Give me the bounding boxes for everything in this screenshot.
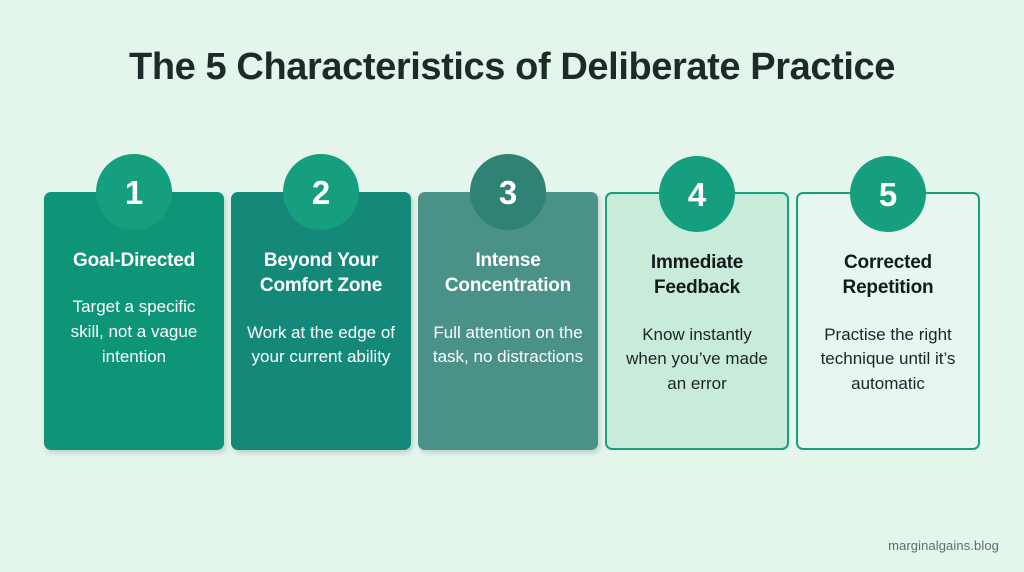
card-title-3: Intense Concentration	[444, 250, 572, 297]
card-number-badge-5: 5	[850, 156, 926, 232]
card-title-2: Beyond Your Comfort Zone	[259, 250, 383, 297]
card-title-5: Corrected Repetition	[842, 252, 934, 299]
card-body-4: Know instantly when you’ve made an error	[626, 324, 768, 393]
characteristics-card-row: 1 Goal-Directed Target a specific skill,…	[44, 154, 980, 450]
card-number-badge-3: 3	[470, 154, 546, 230]
card-number-badge-4: 4	[659, 156, 735, 232]
card-body-3: Full attention on the task, no distracti…	[432, 322, 584, 367]
characteristic-card-2: 2 Beyond Your Comfort Zone Work at the e…	[231, 154, 411, 450]
card-body-2: Work at the edge of your current ability	[246, 322, 396, 367]
footer-attribution: marginalgains.blog	[888, 538, 999, 553]
card-title-1: Goal-Directed	[73, 250, 195, 271]
characteristic-card-5: 5 Corrected Repetition Practise the righ…	[796, 156, 980, 450]
characteristic-card-1: 1 Goal-Directed Target a specific skill,…	[44, 154, 224, 450]
card-number-badge-1: 1	[96, 154, 172, 230]
card-number-badge-2: 2	[283, 154, 359, 230]
card-body-1: Target a specific skill, not a vague int…	[70, 297, 198, 366]
card-title-4: Immediate Feedback	[650, 252, 744, 299]
characteristic-card-4: 4 Immediate Feedback Know instantly when…	[605, 156, 789, 450]
characteristic-card-3: 3 Intense Concentration Full attention o…	[418, 154, 598, 450]
page-title: The 5 Characteristics of Deliberate Prac…	[129, 46, 895, 88]
card-body-5: Practise the right technique until it’s …	[820, 324, 956, 393]
